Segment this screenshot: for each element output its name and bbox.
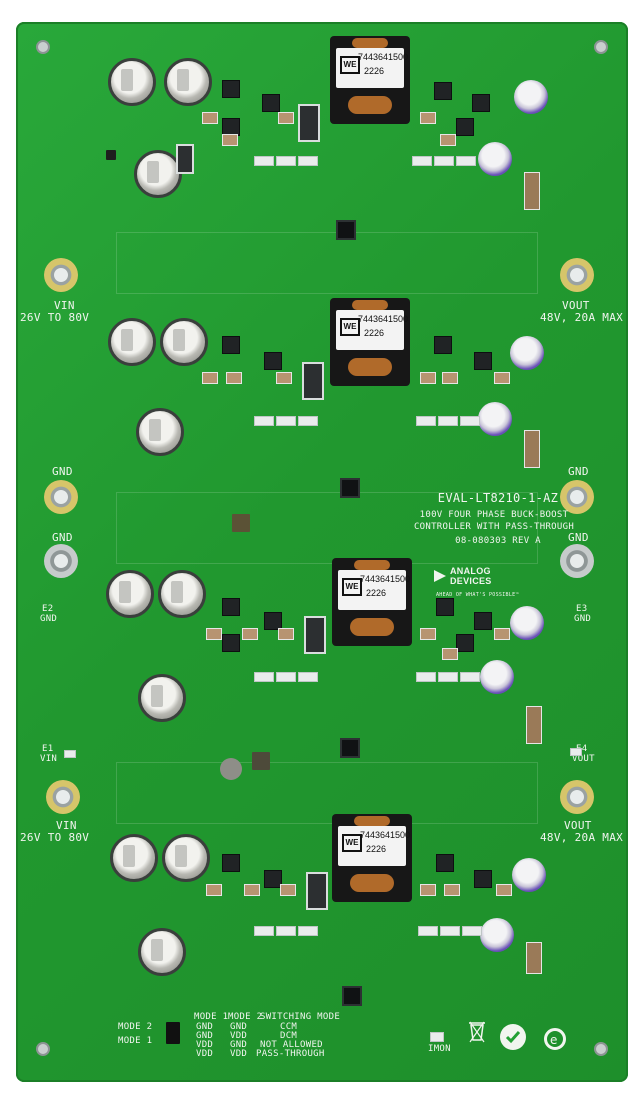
gnd-terminal[interactable] xyxy=(560,544,594,578)
mode-table-cell: VDD xyxy=(230,1031,248,1041)
mode-table-cell: GND xyxy=(230,1022,248,1032)
test-point[interactable] xyxy=(64,750,76,758)
inductor: WE 7443641500 2226 xyxy=(332,814,412,902)
polymer-capacitor xyxy=(480,918,514,952)
gnd-label: GND xyxy=(52,465,73,478)
capacitor xyxy=(106,570,154,618)
e2-label: E2 xyxy=(42,604,54,614)
certification-mark-icon xyxy=(500,1024,526,1050)
gnd-terminal[interactable] xyxy=(560,480,594,514)
inductor: WE 7443641500 2226 xyxy=(330,36,410,124)
brand-name-2: DEVICES xyxy=(450,576,492,586)
capacitor xyxy=(160,318,208,366)
capacitor xyxy=(110,834,158,882)
mode-table-cell: GND xyxy=(196,1022,214,1032)
capacitor xyxy=(108,318,156,366)
board-description-1: 100V FOUR PHASE BUCK-BOOST xyxy=(419,510,569,520)
mode-table-header-3: SWITCHING MODE xyxy=(260,1012,341,1022)
polymer-capacitor xyxy=(478,402,512,436)
mode1-jumper-label: MODE 1 xyxy=(118,1036,153,1046)
gnd-label: GND xyxy=(568,531,589,544)
e4-sub-label: VOUT xyxy=(572,754,595,764)
mode-table-cell: GND xyxy=(230,1040,248,1050)
vout-rating-label: 48V, 20A MAX xyxy=(540,311,624,324)
inductor-part: 7443641500 xyxy=(358,52,409,62)
mounting-hole-icon xyxy=(594,40,608,54)
imon-label: IMON xyxy=(428,1044,451,1054)
mode-table-cell: CCM xyxy=(280,1022,298,1032)
analog-devices-logo-icon xyxy=(434,570,446,582)
mounting-hole-icon xyxy=(36,1042,50,1056)
vin-label: VIN xyxy=(54,299,75,312)
vout-terminal[interactable] xyxy=(560,780,594,814)
e3-label: E3 xyxy=(576,604,588,614)
gnd-label: GND xyxy=(568,465,589,478)
board-part-number: 08-080303 REV A xyxy=(455,536,541,546)
inductor: WE 7443641500 2226 xyxy=(330,298,410,386)
e1-sub-label: VIN xyxy=(40,754,58,764)
vin-range-label: 26V TO 80V xyxy=(20,311,90,324)
vout-terminal[interactable] xyxy=(560,258,594,292)
inductor: WE 7443641500 2226 xyxy=(332,558,412,646)
mode-table-cell: GND xyxy=(196,1031,214,1041)
recycle-bin-icon xyxy=(468,1020,486,1044)
gnd-terminal[interactable] xyxy=(44,480,78,514)
polymer-capacitor xyxy=(512,858,546,892)
vin-label: VIN xyxy=(56,819,77,832)
capacitor xyxy=(138,674,186,722)
mode-table-cell: VDD xyxy=(196,1040,214,1050)
imon-test-point[interactable] xyxy=(430,1032,444,1042)
vin-terminal[interactable] xyxy=(46,780,80,814)
vout-label: VOUT xyxy=(564,819,592,832)
esd-mark-icon: e xyxy=(544,1028,566,1050)
mode-table-cell: DCM xyxy=(280,1031,298,1041)
test-point[interactable] xyxy=(570,748,582,756)
pcb-board: WE 7443641500 2226 VIN 26V TO 80V VOUT 4… xyxy=(16,22,628,1082)
mode-table-header-2: MODE 2 xyxy=(228,1012,263,1022)
mode-table-cell: PASS-THROUGH xyxy=(256,1049,325,1059)
board-description-2: CONTROLLER WITH PASS-THROUGH xyxy=(413,522,575,532)
mode-table-cell: VDD xyxy=(196,1049,214,1059)
e2-sub-label: GND xyxy=(40,614,58,624)
capacitor xyxy=(108,58,156,106)
board-title: EVAL-LT8210-1-AZ xyxy=(437,491,559,505)
mounting-hole-icon xyxy=(594,1042,608,1056)
capacitor xyxy=(134,150,182,198)
polymer-capacitor xyxy=(510,336,544,370)
polymer-capacitor xyxy=(480,660,514,694)
gnd-terminal[interactable] xyxy=(44,544,78,578)
polymer-capacitor xyxy=(510,606,544,640)
brand-tagline: AHEAD OF WHAT'S POSSIBLE™ xyxy=(436,592,519,598)
e1-label: E1 xyxy=(42,744,54,754)
gnd-label: GND xyxy=(52,531,73,544)
vin-terminal[interactable] xyxy=(44,258,78,292)
polymer-capacitor xyxy=(514,80,548,114)
mode-table-header-1: MODE 1 xyxy=(194,1012,229,1022)
capacitor xyxy=(138,928,186,976)
capacitor xyxy=(136,408,184,456)
vin-range-label: 26V TO 80V xyxy=(20,831,90,844)
vout-label: VOUT xyxy=(562,299,590,312)
inductor-date: 2226 xyxy=(364,66,385,76)
capacitor xyxy=(162,834,210,882)
mounting-hole-icon xyxy=(36,40,50,54)
we-logo: WE xyxy=(340,56,360,74)
capacitor xyxy=(158,570,206,618)
mode2-jumper-label: MODE 2 xyxy=(118,1022,153,1032)
e3-sub-label: GND xyxy=(574,614,592,624)
mode-table-cell: VDD xyxy=(230,1049,248,1059)
svg-text:e: e xyxy=(550,1033,557,1047)
vout-rating-label: 48V, 20A MAX xyxy=(540,831,624,844)
brand-name-1: ANALOG xyxy=(450,566,491,576)
mode-table-cell: NOT ALLOWED xyxy=(260,1040,323,1050)
capacitor xyxy=(164,58,212,106)
jumper-header[interactable] xyxy=(166,1022,180,1044)
polymer-capacitor xyxy=(478,142,512,176)
